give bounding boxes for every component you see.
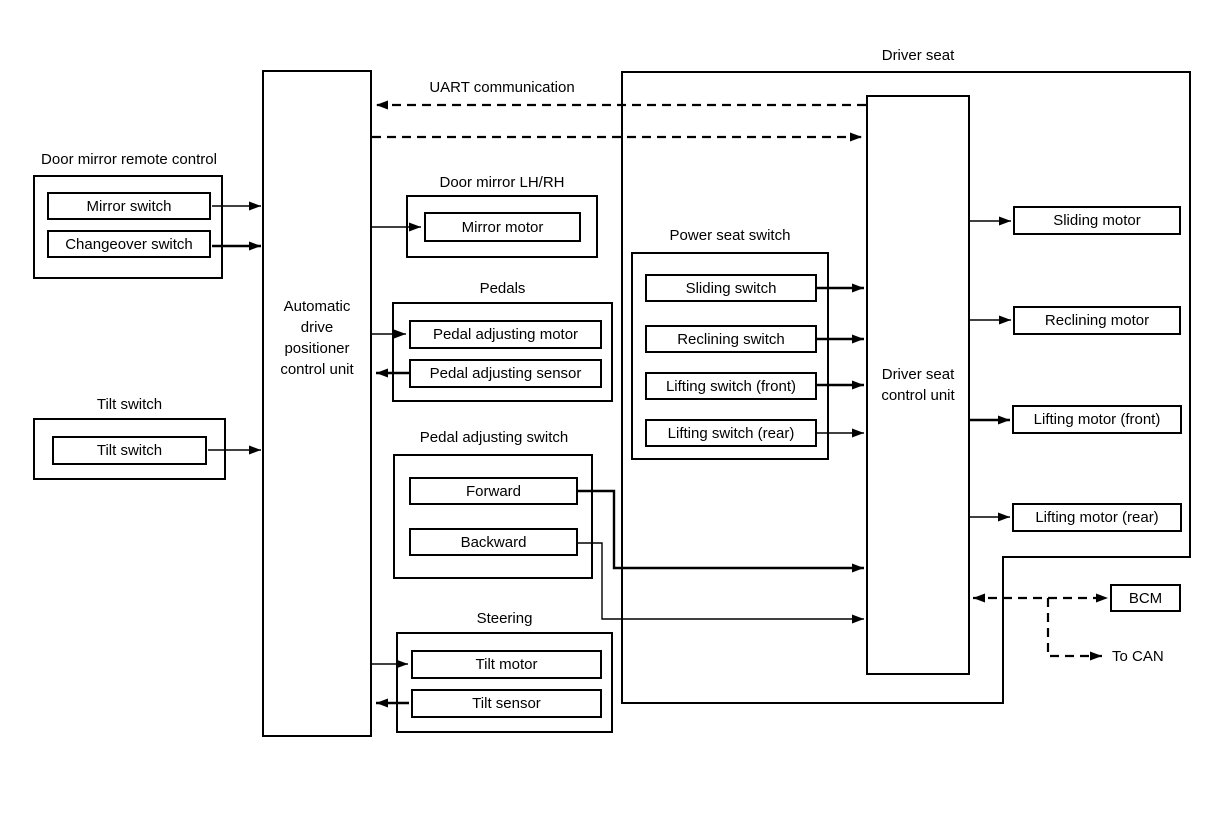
pedal-adjusting-switch-label: Pedal adjusting switch [419,429,569,446]
bcm-box: BCM [1110,584,1181,612]
reclining-motor-box: Reclining motor [1013,306,1181,335]
forward-switch-box: Forward [409,477,578,505]
driver-seat-enclosure-outline [621,71,1191,704]
connector-branch-to-can [1046,598,1102,661]
pedal-adjusting-motor-box: Pedal adjusting motor [409,320,602,349]
mirror-motor-box: Mirror motor [424,212,581,242]
tilt-switch-group-label: Tilt switch [96,396,163,413]
pedals-box [392,302,613,402]
adp-control-unit-label: Automatic drive positioner control unit [280,298,354,378]
driver-seat-control-unit-label: Driver seat control unit [881,366,955,404]
changeover-switch-box: Changeover switch [47,230,211,258]
lifting-motor-front-box: Lifting motor (front) [1012,405,1182,434]
steering-box [396,632,613,733]
lifting-switch-rear-box: Lifting switch (rear) [645,419,817,447]
sliding-switch-box: Sliding switch [645,274,817,302]
backward-switch-box: Backward [409,528,578,556]
connector-backward-to-dscu [578,542,864,624]
tilt-sensor-box: Tilt sensor [411,689,602,718]
driver-seat-control-unit-box [866,95,970,675]
to-can-label: To CAN [1112,648,1164,665]
pedals-label: Pedals [479,280,526,297]
pedal-adjusting-sensor-box: Pedal adjusting sensor [409,359,602,388]
driver-seat-label: Driver seat [881,47,955,64]
door-mirror-remote-control-label: Door mirror remote control [41,151,217,168]
pedal-adjusting-switch-box [393,454,593,579]
mirror-switch-box: Mirror switch [47,192,211,220]
door-mirror-lhrh-box [406,195,598,258]
tilt-switch-group-box [33,418,226,480]
lifting-motor-rear-box: Lifting motor (rear) [1012,503,1182,532]
steering-label: Steering [476,610,533,627]
power-seat-switch-label: Power seat switch [669,227,791,244]
adp-control-unit-box [262,70,372,737]
uart-communication-label: UART communication [429,79,575,96]
tilt-motor-box: Tilt motor [411,650,602,679]
reclining-switch-box: Reclining switch [645,325,817,353]
sliding-motor-box: Sliding motor [1013,206,1181,235]
power-seat-switch-box [631,252,829,460]
lifting-switch-front-box: Lifting switch (front) [645,372,817,400]
connector-forward-to-dscu [578,489,864,573]
door-mirror-lhrh-label: Door mirror LH/RH [439,174,565,191]
door-mirror-remote-control-box [33,175,223,279]
tilt-switch-box: Tilt switch [52,436,207,465]
